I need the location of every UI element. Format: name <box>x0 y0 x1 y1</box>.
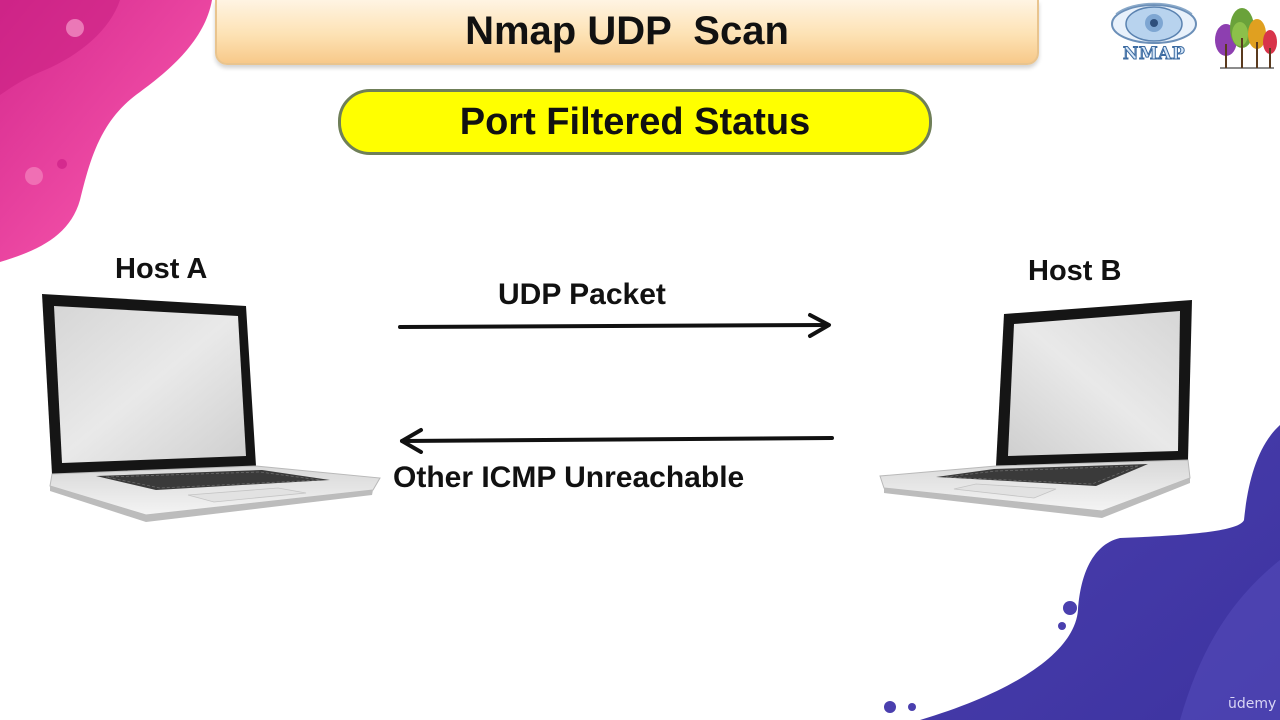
host-b-laptop-icon <box>879 300 1192 518</box>
slide-title: Nmap UDP Scan <box>215 0 1039 65</box>
icmp-unreachable-label: Other ICMP Unreachable <box>393 461 745 494</box>
udemy-watermark: ūdemy <box>1228 696 1277 712</box>
nmap-logo: NMAP <box>1108 2 1200 68</box>
trees-logo-icon <box>1215 8 1277 69</box>
subtitle-pill: Port Filtered Status <box>338 89 932 155</box>
host-a-label: Host A <box>115 253 208 285</box>
udp-packet-label: UDP Packet <box>498 278 666 311</box>
udp-packet-arrow <box>398 313 831 338</box>
nmap-eye-icon <box>1111 2 1197 44</box>
host-a-laptop-icon <box>42 294 381 522</box>
icmp-unreachable-arrow <box>400 428 834 454</box>
host-b-label: Host B <box>1028 255 1122 287</box>
nmap-logo-text: NMAP <box>1122 44 1186 65</box>
